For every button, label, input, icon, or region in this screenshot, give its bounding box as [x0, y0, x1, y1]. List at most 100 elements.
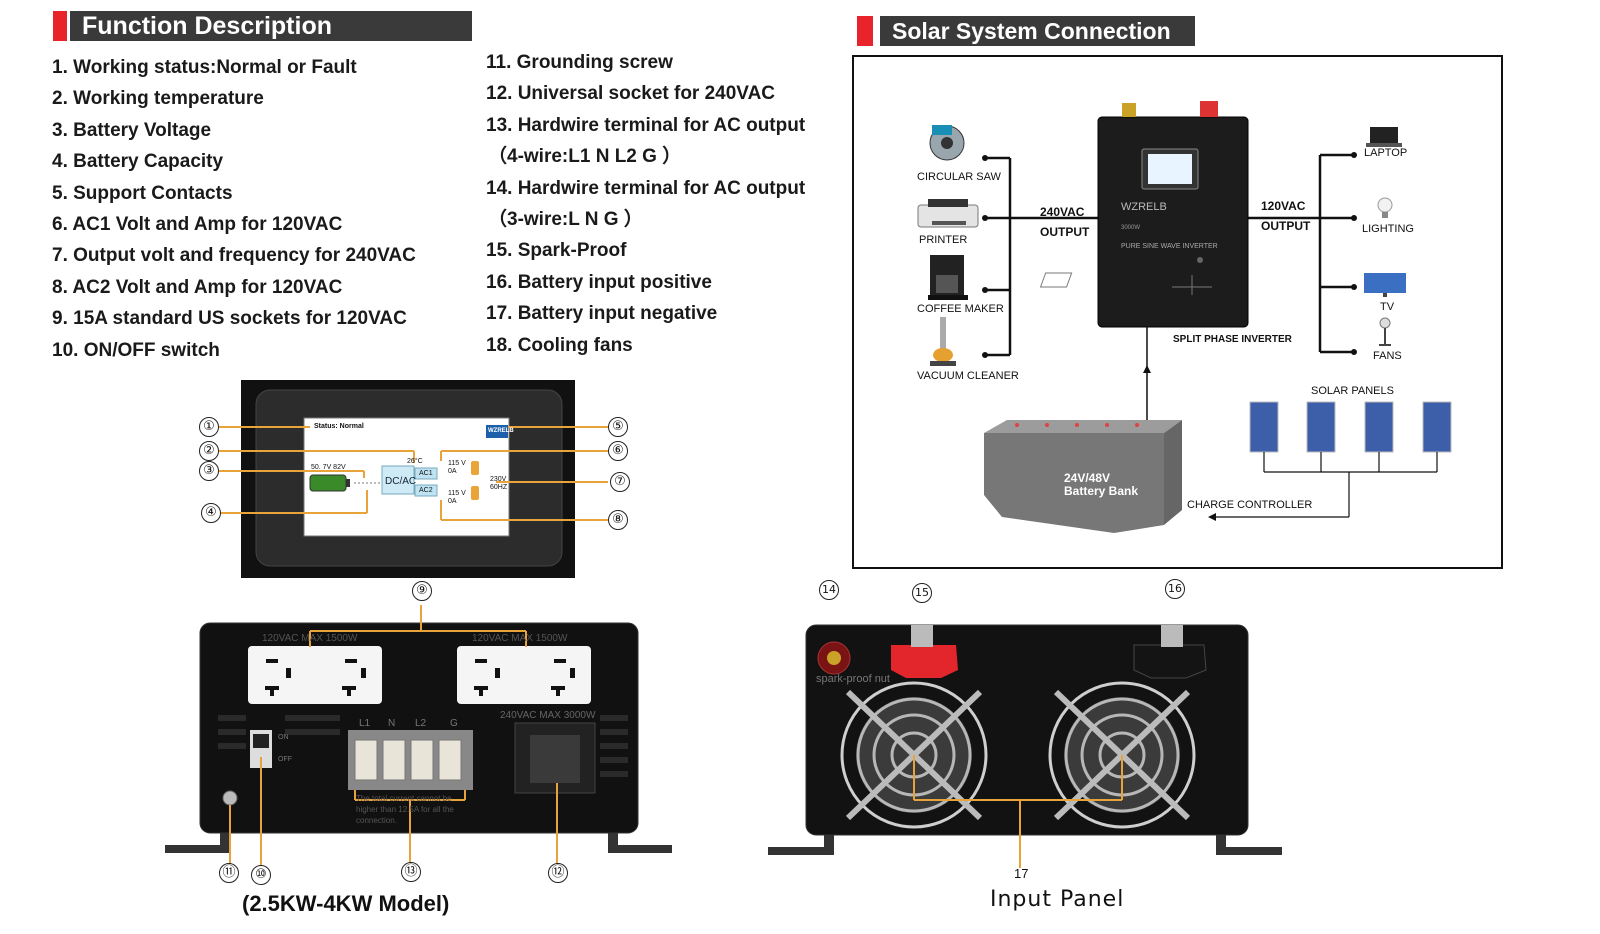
- function-item: 9. 15A standard US sockets for 120VAC: [52, 308, 407, 330]
- function-item: 1. Working status:Normal or Fault: [52, 57, 357, 78]
- load-printer: PRINTER: [919, 234, 968, 246]
- display-ac1-amp: 0A: [448, 468, 457, 475]
- switch-on-label: ON: [278, 734, 289, 741]
- terminal-l2: L2: [415, 718, 427, 729]
- inverter-brand: WZRELB: [1121, 201, 1167, 213]
- tv-icon: [1364, 273, 1406, 297]
- load-tv: TV: [1380, 301, 1395, 313]
- display-ac2: AC2: [419, 487, 433, 494]
- display-output-volt: 230V: [490, 476, 507, 483]
- battery-label-1: 24V/48V: [1064, 471, 1111, 485]
- socket2-label: 120VAC MAX 1500W: [472, 633, 568, 644]
- callout-13: ⑬: [401, 862, 421, 882]
- function-item: 14. Hardwire terminal for AC output: [486, 177, 806, 199]
- solar-panels-label: SOLAR PANELS: [1311, 385, 1394, 397]
- output-120-line1: 120VAC: [1261, 199, 1306, 213]
- solar-header-accent: [857, 16, 873, 46]
- output-240-line1: 240VAC: [1040, 205, 1085, 219]
- function-list-right: 11. Grounding screw 12. Universal socket…: [486, 47, 805, 361]
- callout-6: ⑥: [608, 441, 628, 461]
- function-item: 5. Support Contacts: [52, 182, 233, 204]
- function-item: （4-wire:L1 N L2 G ）: [488, 146, 682, 168]
- charge-controller-label: CHARGE CONTROLLER: [1187, 499, 1313, 511]
- callout-5: ⑤: [608, 417, 628, 437]
- input-panel-title: Input Panel: [990, 887, 1125, 912]
- vacuum-cleaner-icon: [930, 317, 956, 366]
- function-item: 3. Battery Voltage: [52, 119, 212, 141]
- display-battery-scale: 50. 7V 82V: [311, 464, 346, 471]
- function-header-accent: [53, 11, 67, 41]
- function-item: 15. Spark-Proof: [486, 240, 627, 262]
- model-label: (2.5KW-4KW Model): [242, 891, 450, 916]
- display-ac1: AC1: [419, 470, 433, 477]
- callout-9: ⑨: [412, 581, 432, 601]
- callout-12: ⑫: [548, 863, 568, 883]
- fan-icon: [1379, 317, 1391, 346]
- function-item: 12. Universal socket for 240VAC: [486, 83, 776, 105]
- callout-11: ⑪: [219, 863, 239, 883]
- lightbulb-icon: [1377, 197, 1393, 218]
- display-output-freq: 60HZ: [490, 484, 508, 491]
- function-item: 7. Output volt and frequency for 240VAC: [52, 245, 416, 267]
- terminal-l1: L1: [359, 718, 371, 729]
- callout-8: ⑧: [608, 510, 628, 530]
- circular-saw-icon: [929, 125, 965, 161]
- function-item: 11. Grounding screw: [486, 52, 673, 73]
- rear-input-panel: [768, 624, 1282, 868]
- function-item: 18. Cooling fans: [486, 334, 633, 356]
- function-item: 4. Battery Capacity: [52, 151, 224, 173]
- universal-socket-label: 240VAC MAX 3000W: [500, 710, 596, 721]
- terminal-g: G: [450, 718, 458, 729]
- callout-17: 17: [1014, 866, 1029, 881]
- display-panel: [219, 380, 608, 578]
- function-item: 6. AC1 Volt and Amp for 120VAC: [52, 214, 343, 236]
- printer-icon: [917, 199, 979, 228]
- callout-14: 14: [819, 580, 839, 600]
- load-circular-saw: CIRCULAR SAW: [917, 171, 1001, 183]
- coffee-maker-icon: [928, 255, 968, 300]
- inverter-caption: SPLIT PHASE INVERTER: [1173, 334, 1292, 345]
- laptop-icon: [1366, 127, 1402, 147]
- load-fans: FANS: [1373, 350, 1402, 362]
- function-item: 10. ON/OFF switch: [52, 339, 220, 361]
- load-vacuum-cleaner: VACUUM CLEANER: [917, 370, 1019, 382]
- function-item: 2. Working temperature: [52, 88, 264, 110]
- function-item: 8. AC2 Volt and Amp for 120VAC: [52, 276, 343, 298]
- callout-7: ⑦: [610, 472, 630, 492]
- function-item: 17. Battery input negative: [486, 303, 718, 325]
- display-logo: WZRELB: [488, 428, 514, 434]
- display-status: Status: Normal: [314, 423, 364, 430]
- callout-16: 16: [1165, 579, 1185, 599]
- function-item: 16. Battery input positive: [486, 271, 712, 293]
- function-item: 13. Hardwire terminal for AC output: [486, 114, 806, 136]
- callout-3: ③: [199, 461, 219, 481]
- socket1-label: 120VAC MAX 1500W: [262, 633, 358, 644]
- solar-panels: [1249, 401, 1452, 453]
- solar-diagram: WZRELB 3000W PURE SINE WAVE INVERTER: [917, 101, 1452, 533]
- switch-off-label: OFF: [278, 756, 292, 763]
- battery-bank: [984, 420, 1182, 533]
- spark-proof-label: spark-proof nut: [816, 673, 890, 685]
- function-item: （3-wire:L N G ）: [488, 209, 643, 231]
- split-phase-inverter: [1039, 101, 1249, 328]
- display-temp: 26°C: [407, 458, 423, 465]
- load-laptop: LAPTOP: [1364, 147, 1408, 159]
- load-coffee-maker: COFFEE MAKER: [917, 303, 1004, 315]
- battery-label-2: Battery Bank: [1064, 484, 1139, 498]
- terminal-warning: The total current cannot be higher than …: [356, 794, 454, 825]
- terminal-n: N: [388, 718, 396, 729]
- function-description-title: Function Description: [70, 11, 472, 41]
- display-dcac: DC/AC: [385, 476, 417, 487]
- solar-diagram-frame: [852, 55, 1503, 569]
- callout-15: 15: [912, 583, 932, 603]
- display-ac1-volt: 115 V: [448, 460, 466, 467]
- callout-10: ⑩: [251, 865, 271, 885]
- display-ac2-amp: 0A: [448, 498, 457, 505]
- callout-4: ④: [201, 503, 221, 523]
- callout-2: ②: [199, 441, 219, 461]
- function-list-left: 1. Working status:Normal or Fault 2. Wor…: [52, 52, 416, 366]
- display-ac2-volt: 115 V: [448, 490, 466, 497]
- callout-1: ①: [199, 417, 219, 437]
- inverter-power: 3000W: [1121, 225, 1140, 231]
- output-120-line2: OUTPUT: [1261, 219, 1311, 233]
